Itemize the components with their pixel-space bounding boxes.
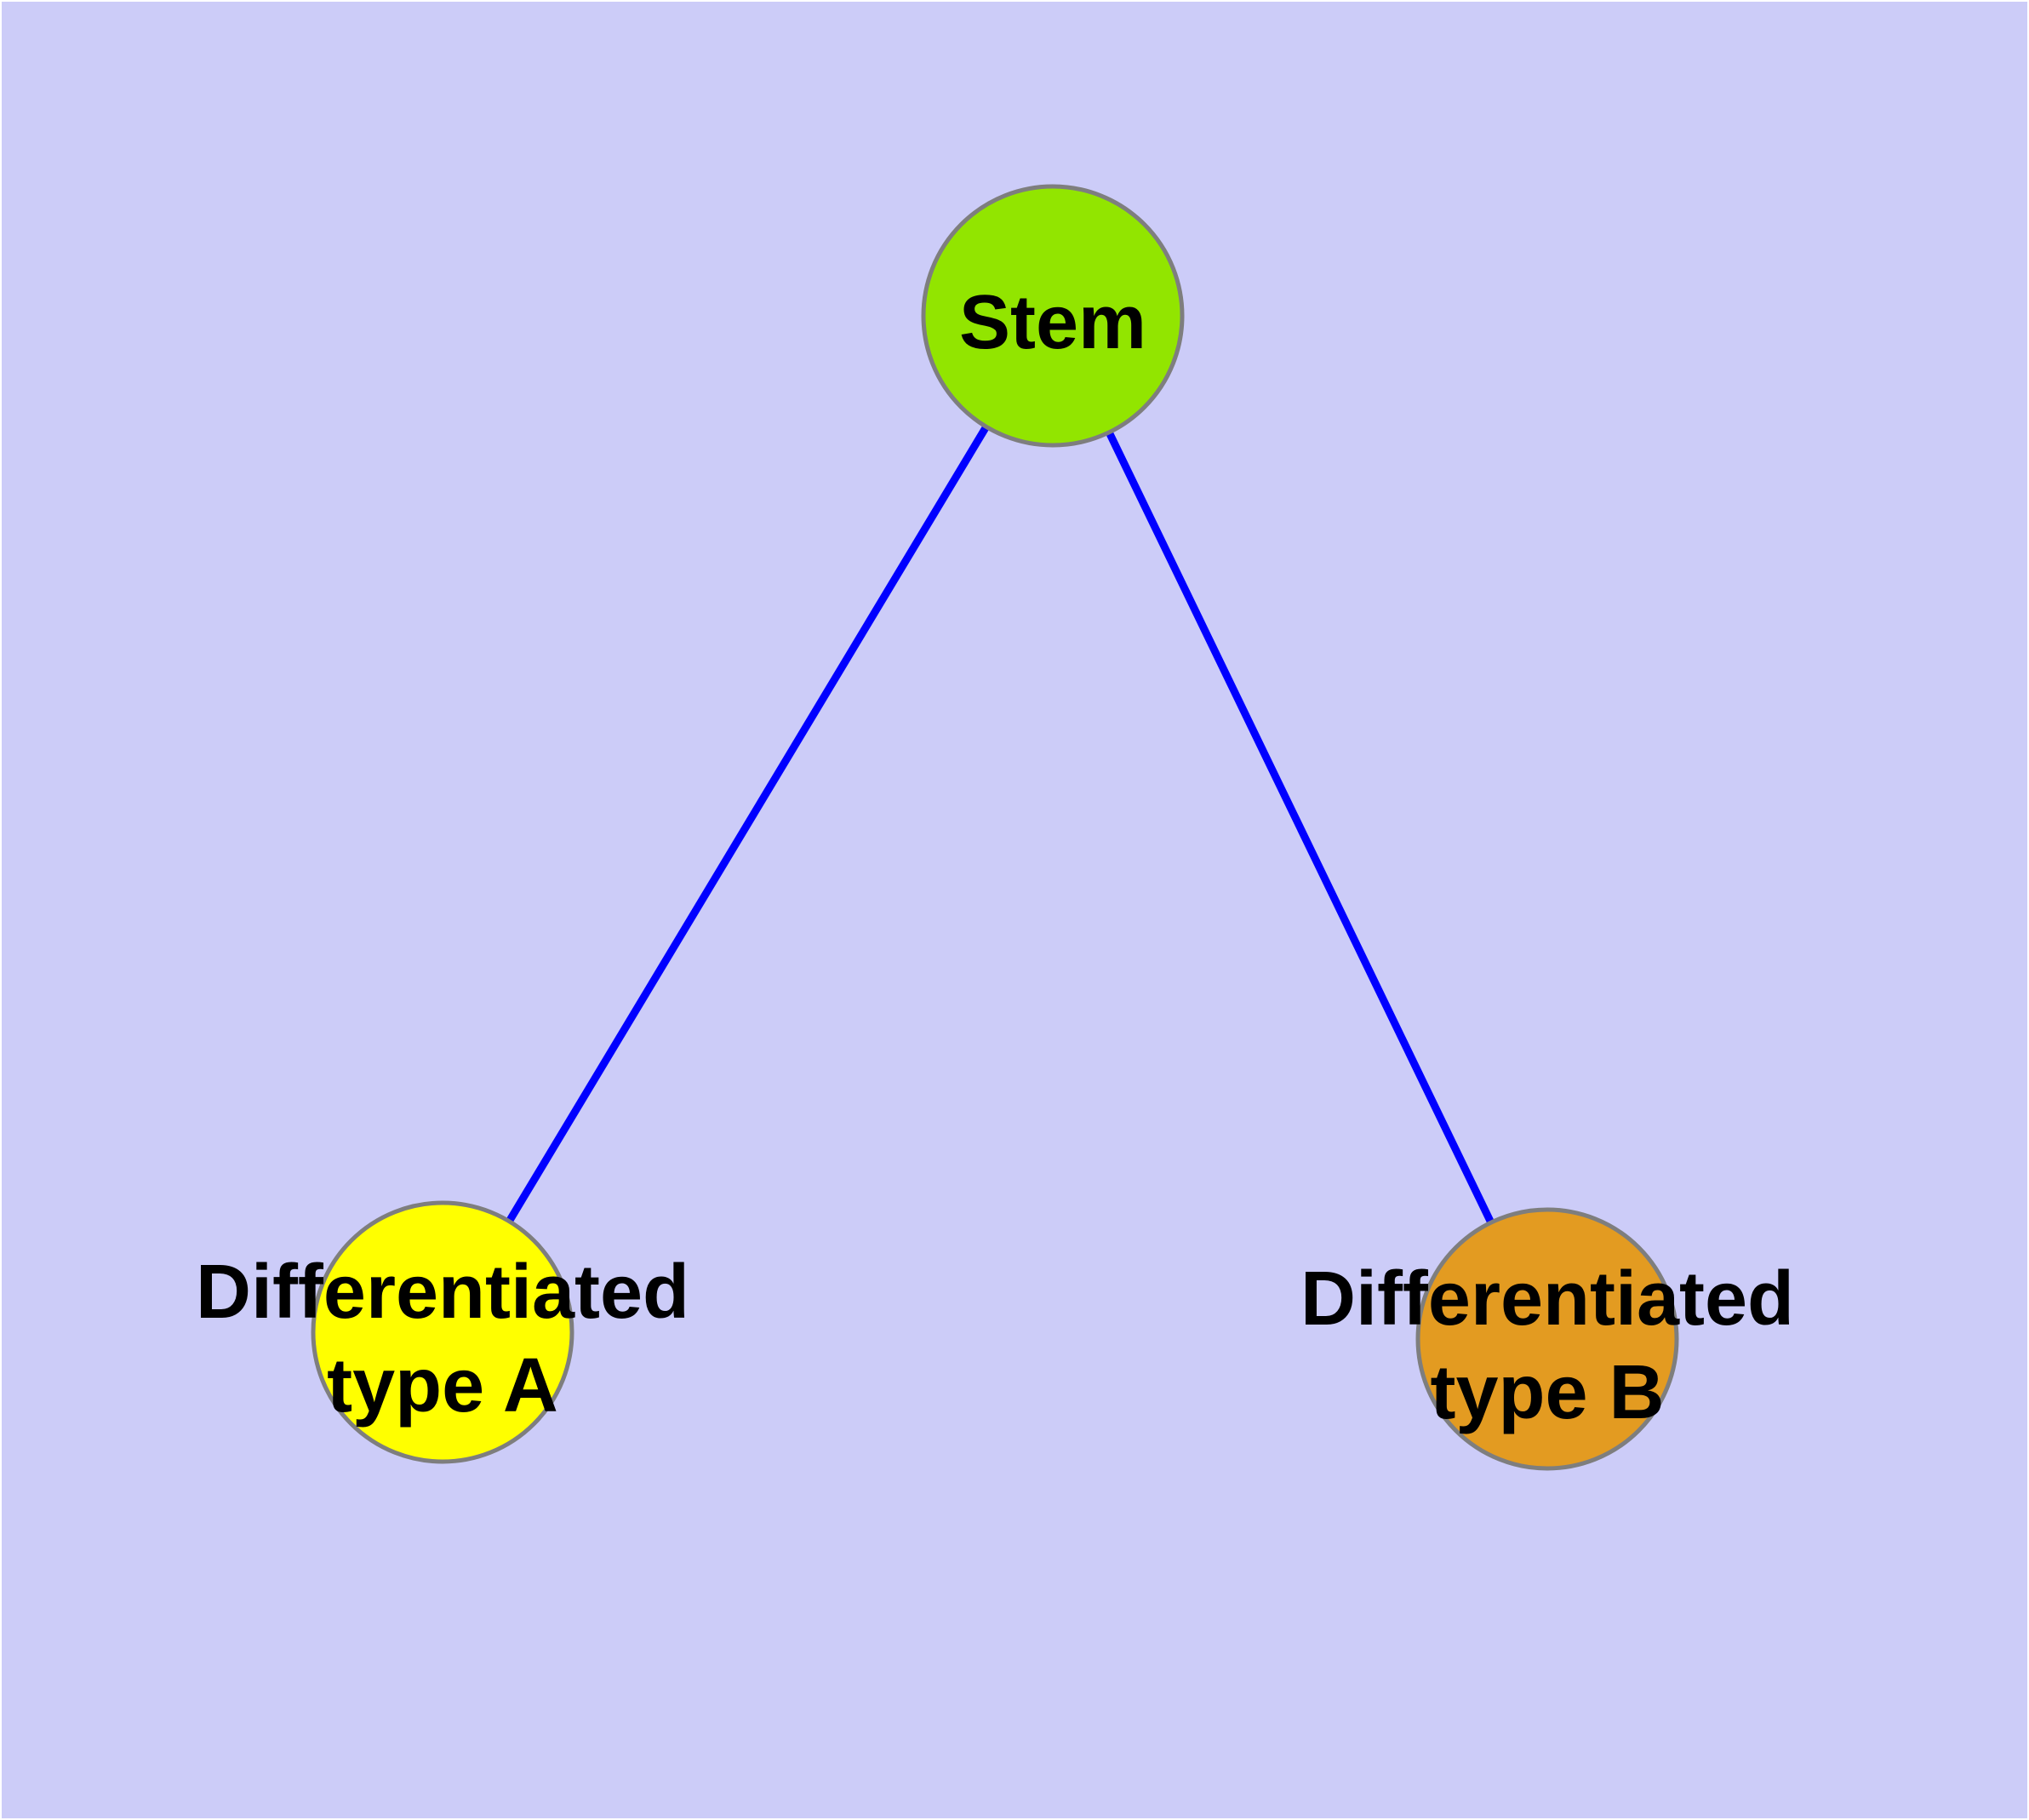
node-stem: Stem bbox=[921, 184, 1185, 448]
node-type-b-label-line-2: type B bbox=[1430, 1350, 1664, 1435]
node-type-b-label-line-1: Differentiated bbox=[1300, 1256, 1794, 1342]
node-stem-circle bbox=[921, 184, 1185, 448]
edge-stem-type-b bbox=[1049, 314, 1552, 1341]
edge-stem-type-a bbox=[439, 313, 1056, 1335]
node-stem-label-line-1: Stem bbox=[959, 280, 1146, 365]
node-type-b-circle bbox=[1415, 1207, 1679, 1471]
node-type-a-circle bbox=[311, 1200, 574, 1464]
node-type-a-label-line-1: Differentiated bbox=[196, 1250, 689, 1335]
node-stem-label: Stem bbox=[959, 280, 1146, 365]
node-type-a-label-line-2: type A bbox=[327, 1343, 558, 1428]
edges-layer bbox=[439, 313, 1552, 1341]
